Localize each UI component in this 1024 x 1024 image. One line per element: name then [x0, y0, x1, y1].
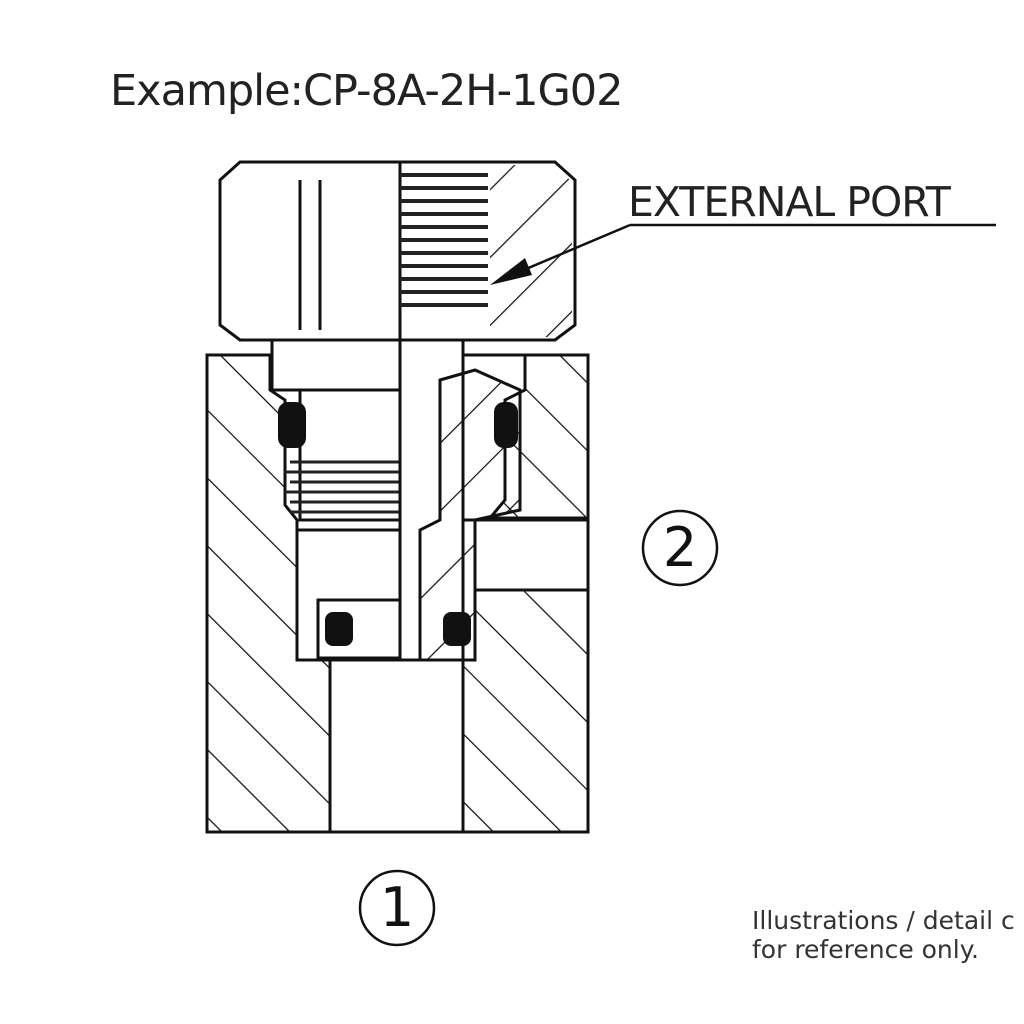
port-2-circle [641, 509, 719, 587]
cartridge-stem [270, 338, 522, 662]
note-line-2: for reference only. [752, 935, 979, 964]
external-port-label: EXTERNAL PORT [628, 178, 951, 226]
external-port-leader [490, 223, 996, 285]
port-2-label: 2 [662, 516, 698, 579]
port-1-label: 1 [379, 876, 415, 939]
port-1-circle [358, 869, 436, 947]
note-line-1: Illustrations / detail c [752, 906, 1015, 935]
example-part-number: Example:CP-8A-2H-1G02 [110, 66, 624, 116]
hex-nut [218, 160, 577, 660]
disclaimer-note: Illustrations / detail c for reference o… [752, 906, 1015, 964]
